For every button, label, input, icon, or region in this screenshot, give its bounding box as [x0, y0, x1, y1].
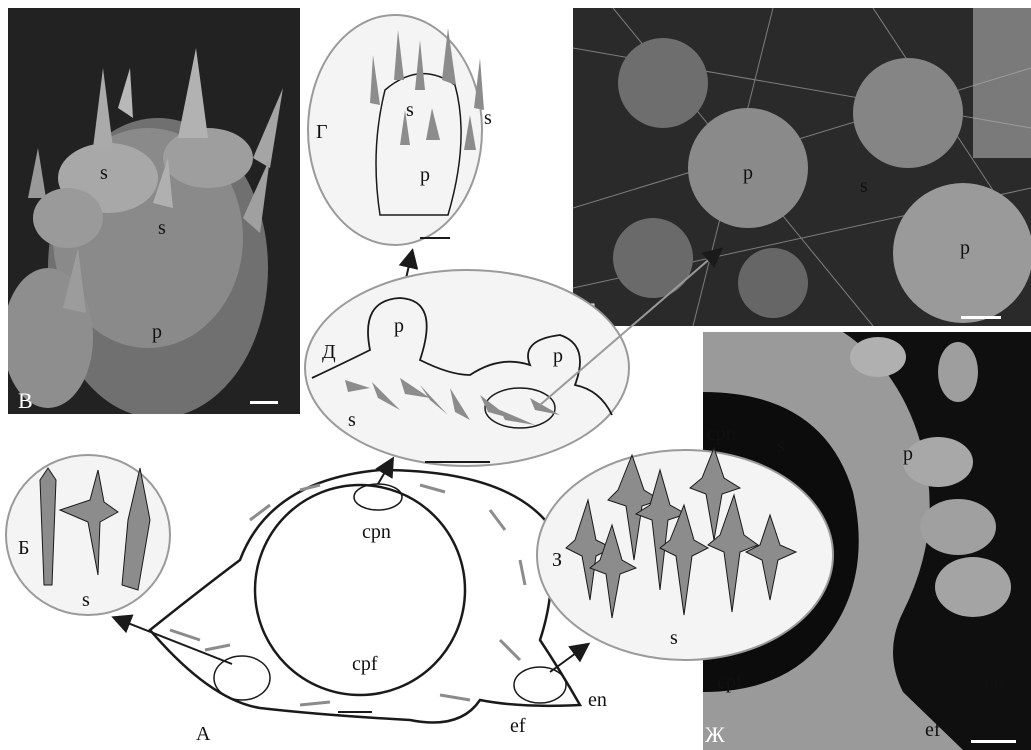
circle-g [308, 15, 482, 245]
z-letter: З [552, 550, 562, 570]
a-label-en: en [588, 690, 607, 710]
d-letter: Д [322, 342, 336, 362]
g-label-s-1: s [406, 100, 414, 120]
b6-label-s: s [82, 590, 90, 610]
b6-letter: Б [18, 538, 29, 558]
d-label-s: s [348, 410, 356, 430]
z-label-s: s [670, 628, 678, 648]
a-letter: А [196, 724, 210, 744]
d-label-p-2: p [553, 346, 563, 366]
a-right-callout [514, 667, 566, 703]
g-letter: Г [316, 122, 328, 142]
arrow-a-to-d [378, 460, 392, 484]
a-left-callout [214, 656, 270, 700]
arrow-a-to-z [550, 645, 587, 672]
d-label-p-1: p [394, 316, 404, 336]
g-label-s-2: s [484, 108, 492, 128]
g-label-p: p [420, 165, 430, 185]
a-label-cpf: cpf [352, 654, 378, 674]
a-label-cpn: cpn [362, 522, 391, 542]
a-label-ef: ef [510, 716, 526, 736]
